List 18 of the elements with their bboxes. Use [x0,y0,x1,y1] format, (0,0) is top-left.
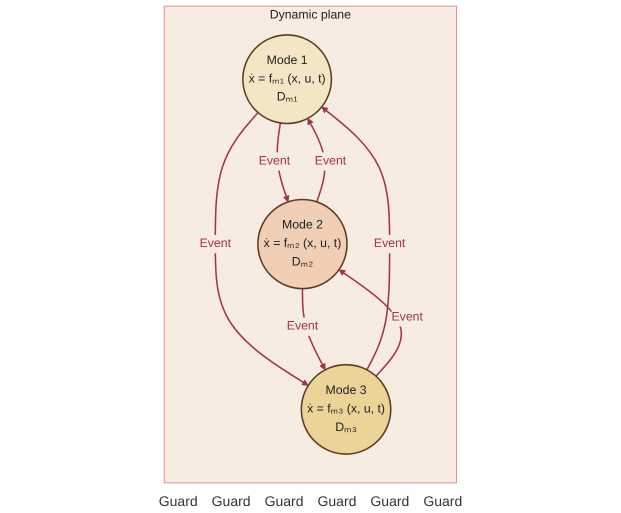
guard-label: Guard [158,493,198,509]
edge-label: Event [314,154,346,168]
arrow [322,106,391,370]
node-circle: Mode 1 ẋ = fₘ₁ (x, u, t) Dₘ₁ [242,34,332,124]
guard-label: Guard [370,493,410,509]
edge-label: Event [200,237,232,250]
guard-label: Guard [318,493,356,509]
guard-label: Guard [212,493,251,509]
edge-label: Event [286,320,318,333]
edge-label: Event [374,237,406,250]
guard-label: Guard [423,493,462,509]
guard-label: Guard [264,493,304,509]
edge-label: Event [258,154,290,168]
arrow [214,112,309,386]
node-circle: Mode 2 ẋ = fₘ₂ (x, u, t) Dₘ₂ [257,198,348,290]
edge-label: Event [392,310,424,324]
arrow [338,269,402,377]
node-circle: Mode 3 ẋ = fₘ₃ (x, u, t) Dₘ₃ [300,364,392,455]
